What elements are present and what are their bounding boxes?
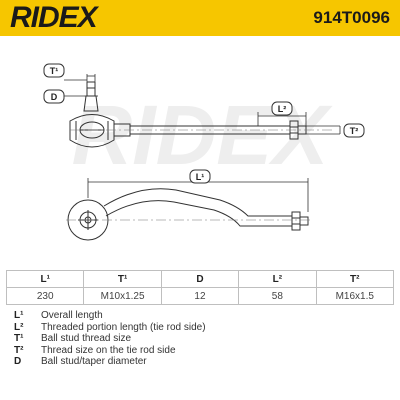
legend-key: T² <box>14 344 24 356</box>
spec-value-cell: 58 <box>238 287 317 305</box>
technical-drawing: RIDEX <box>0 36 400 266</box>
svg-text:L¹: L¹ <box>196 172 205 182</box>
legend-text: Threaded portion length (tie rod side) <box>41 321 206 333</box>
legend-item: D Ball stud/taper diameter <box>14 356 394 368</box>
label-d: D <box>43 89 65 104</box>
legend-item: L¹ Overall length <box>14 310 394 322</box>
spec-header-cell: T¹ <box>83 270 162 288</box>
spec-table: L¹ T¹ D L² T² 230 M10x1.25 12 58 M16x1.5 <box>5 270 395 305</box>
legend-key: L² <box>14 321 24 333</box>
legend-item: L² Threaded portion length (tie rod side… <box>14 322 394 334</box>
legend-text: Ball stud thread size <box>41 333 132 344</box>
legend-item: T¹ Ball stud thread size <box>14 333 394 345</box>
legend-key: L¹ <box>14 310 24 321</box>
legend-key: T¹ <box>14 333 24 344</box>
spec-header-cell: D <box>160 270 240 288</box>
label-l2: L² <box>271 101 293 116</box>
legend-item: T² Thread size on the tie rod side <box>14 345 394 357</box>
spec-header-cell: L² <box>238 270 317 288</box>
label-t2: T² <box>343 123 365 138</box>
brand-logo: RIDEX <box>10 1 98 34</box>
legend-text: Ball stud/taper diameter <box>41 356 147 367</box>
dimension-lines-top <box>64 74 341 135</box>
spec-header-row: L¹ T¹ D L² T² <box>5 270 395 288</box>
svg-text:L²: L² <box>278 104 287 114</box>
spec-value-cell: M16x1.5 <box>315 287 395 305</box>
spec-header-cell: T² <box>315 270 395 288</box>
spec-header-cell: L¹ <box>5 270 85 288</box>
svg-text:T²: T² <box>350 126 359 136</box>
drawing-svg: RIDEX <box>43 63 365 241</box>
spec-value-cell: 230 <box>5 287 85 305</box>
spec-value-cell: M10x1.25 <box>83 287 162 305</box>
tie-rod-top-view <box>67 188 309 241</box>
watermark-logo: RIDEX <box>72 88 334 182</box>
legend-list: L¹ Overall length L² Threaded portion le… <box>14 310 394 368</box>
label-t1: T¹ <box>43 63 65 78</box>
svg-text:D: D <box>51 92 58 102</box>
spec-value-row: 230 M10x1.25 12 58 M16x1.5 <box>5 287 395 305</box>
legend-text: Thread size on the tie rod side <box>41 344 176 356</box>
svg-text:T¹: T¹ <box>50 66 59 76</box>
legend-key: D <box>14 356 22 367</box>
legend-text: Overall length <box>41 310 103 321</box>
label-l1: L¹ <box>189 169 211 184</box>
part-number: 914T0096 <box>313 8 390 27</box>
header-bar: RIDEX 914T0096 <box>0 0 400 36</box>
spec-value-cell: 12 <box>160 287 240 305</box>
